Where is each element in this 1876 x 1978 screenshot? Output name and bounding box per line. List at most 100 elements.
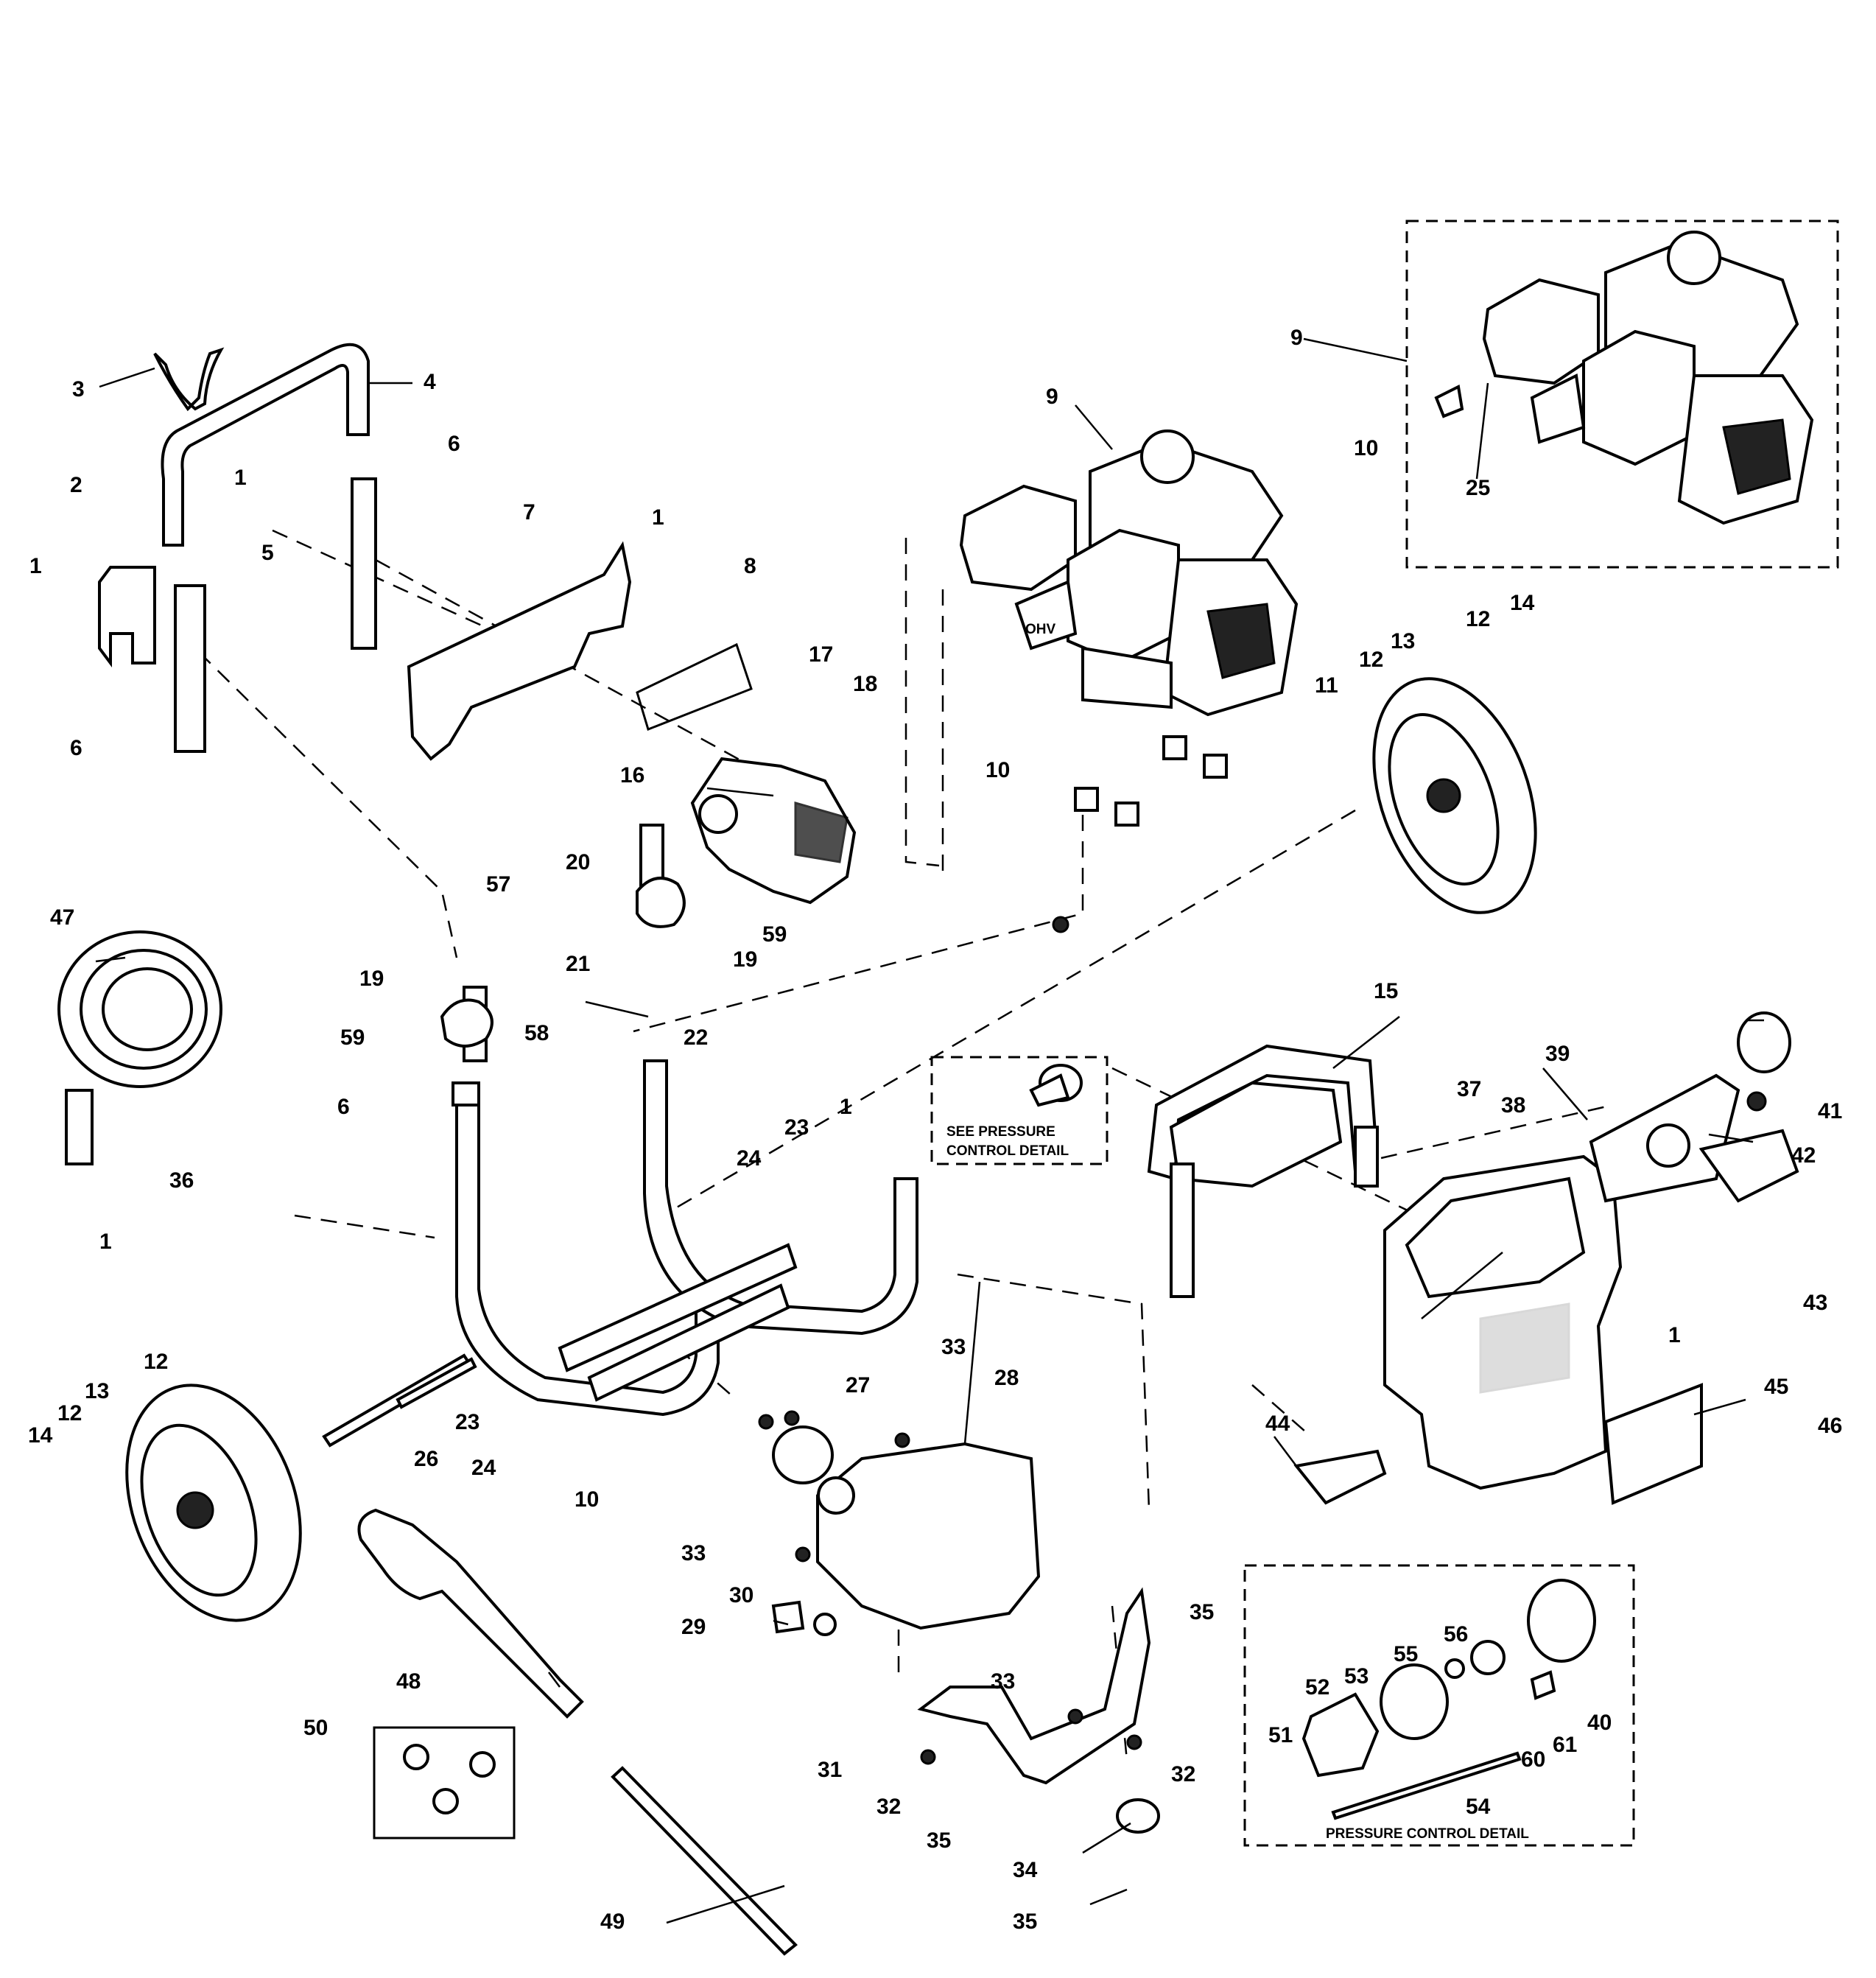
label-43: [1698, 1129, 1799, 1203]
callout-32: 32: [876, 1795, 901, 1819]
label-8: [636, 642, 753, 731]
label-44: [1293, 1449, 1387, 1505]
spray-gun: [357, 1508, 584, 1719]
callout-20: 20: [566, 850, 590, 874]
callout-29: 29: [681, 1615, 706, 1639]
callout-28: 28: [994, 1366, 1019, 1390]
axle-rods: [322, 1353, 477, 1448]
callout-61: 61: [1553, 1733, 1577, 1757]
callout-16: 16: [620, 763, 644, 788]
callout-11: 11: [1315, 673, 1338, 698]
callout-12: 12: [57, 1401, 82, 1425]
panel-38: [1589, 1073, 1740, 1203]
callout-49: 49: [600, 1909, 625, 1934]
callout-1: 1: [99, 1230, 112, 1254]
callout-30: 30: [729, 1583, 753, 1607]
callout-10: 10: [575, 1487, 599, 1512]
callout-59: 59: [762, 922, 787, 947]
callout-27: 27: [846, 1373, 870, 1397]
lower-handle-left: [174, 584, 206, 753]
callout-54: 54: [1466, 1795, 1491, 1819]
upper-handle: [161, 343, 370, 547]
callout-9: 9: [1046, 385, 1058, 409]
callout-60: 60: [1521, 1747, 1545, 1772]
wire-clip: [153, 347, 225, 412]
pump: [690, 757, 857, 905]
callout-15: 15: [1374, 979, 1398, 1003]
callout-6: 6: [70, 736, 82, 760]
callout-45: 45: [1764, 1375, 1788, 1399]
callout-56: 56: [1444, 1622, 1468, 1646]
callout-47: 47: [50, 905, 74, 930]
callout-17: 17: [809, 642, 833, 667]
callout-59: 59: [340, 1025, 365, 1050]
callout-35: 35: [1013, 1909, 1037, 1934]
callout-35: 35: [927, 1828, 951, 1853]
callout-21: 21: [566, 952, 590, 976]
engine-badge: OHV: [1025, 622, 1056, 637]
callout-51: 51: [1268, 1723, 1293, 1747]
callout-58: 58: [524, 1021, 549, 1045]
callout-43: 43: [1803, 1291, 1827, 1315]
wheel-right: [1372, 677, 1537, 914]
callout-12: 12: [144, 1350, 168, 1374]
callout-42: 42: [1791, 1143, 1816, 1168]
callout-23: 23: [455, 1410, 479, 1434]
callout-1: 1: [652, 505, 664, 530]
callout-34: 34: [1013, 1858, 1038, 1882]
callout-1: 1: [840, 1095, 852, 1119]
hose-hook: [98, 566, 156, 667]
engine-alt-box: [1405, 220, 1839, 569]
see-pressure-label-1: SEE PRESSURE: [946, 1124, 1055, 1140]
shroud-37: [1383, 1154, 1623, 1490]
callout-57: 57: [486, 872, 510, 897]
cap-40-41: [1737, 1011, 1791, 1112]
frame-bracket: [407, 541, 632, 761]
callout-1: 1: [234, 466, 247, 490]
callout-33: 33: [941, 1335, 966, 1359]
callout-26: 26: [414, 1447, 438, 1471]
callout-40: 40: [1587, 1711, 1612, 1735]
callout-48: 48: [396, 1669, 421, 1694]
handle-assembly: [98, 343, 753, 761]
callout-19: 19: [359, 967, 384, 991]
callout-numbers: 3 4 2 1 1 6 7 1 5 6 8 17 18 16 9 9 25 10…: [28, 326, 1842, 1934]
callout-52: 52: [1305, 1675, 1329, 1700]
pressure-control-detail: PRESSURE CONTROL DETAIL: [1243, 1564, 1635, 1847]
callout-33: 33: [681, 1541, 706, 1565]
callout-10: 10: [1354, 436, 1378, 460]
callout-1: 1: [29, 554, 42, 578]
see-pressure-control-box: SEE PRESSURE CONTROL DETAIL: [930, 1056, 1109, 1165]
callout-53: 53: [1344, 1664, 1369, 1688]
callout-24: 24: [737, 1146, 762, 1171]
callout-12: 12: [1466, 607, 1490, 631]
panel-15: [1147, 1044, 1380, 1298]
callout-25: 25: [1466, 476, 1490, 500]
callout-13: 13: [1391, 629, 1415, 653]
callout-23: 23: [784, 1115, 809, 1140]
fuel-tank: [772, 1425, 1041, 1630]
callout-9: 9: [1290, 326, 1303, 350]
leaders: [95, 337, 1764, 1924]
callout-2: 2: [70, 473, 82, 497]
wheel-left: [125, 1383, 302, 1622]
lower-handle-right: [351, 477, 377, 650]
callout-39: 39: [1545, 1042, 1570, 1066]
callout-13: 13: [85, 1379, 109, 1403]
frame: [440, 824, 918, 1417]
callout-36: 36: [169, 1168, 194, 1193]
callout-24: 24: [471, 1456, 496, 1480]
callout-44: 44: [1265, 1411, 1290, 1436]
callout-38: 38: [1501, 1093, 1525, 1118]
hose: [57, 930, 222, 1165]
callout-7: 7: [523, 500, 535, 525]
callout-12: 12: [1359, 648, 1383, 672]
callout-6: 6: [337, 1095, 350, 1119]
callout-37: 37: [1457, 1077, 1481, 1101]
callout-14: 14: [1510, 591, 1535, 615]
callout-4: 4: [424, 370, 436, 394]
callout-18: 18: [853, 672, 877, 696]
pressure-control-detail-label: PRESSURE CONTROL DETAIL: [1326, 1826, 1529, 1842]
callout-10: 10: [986, 758, 1010, 782]
